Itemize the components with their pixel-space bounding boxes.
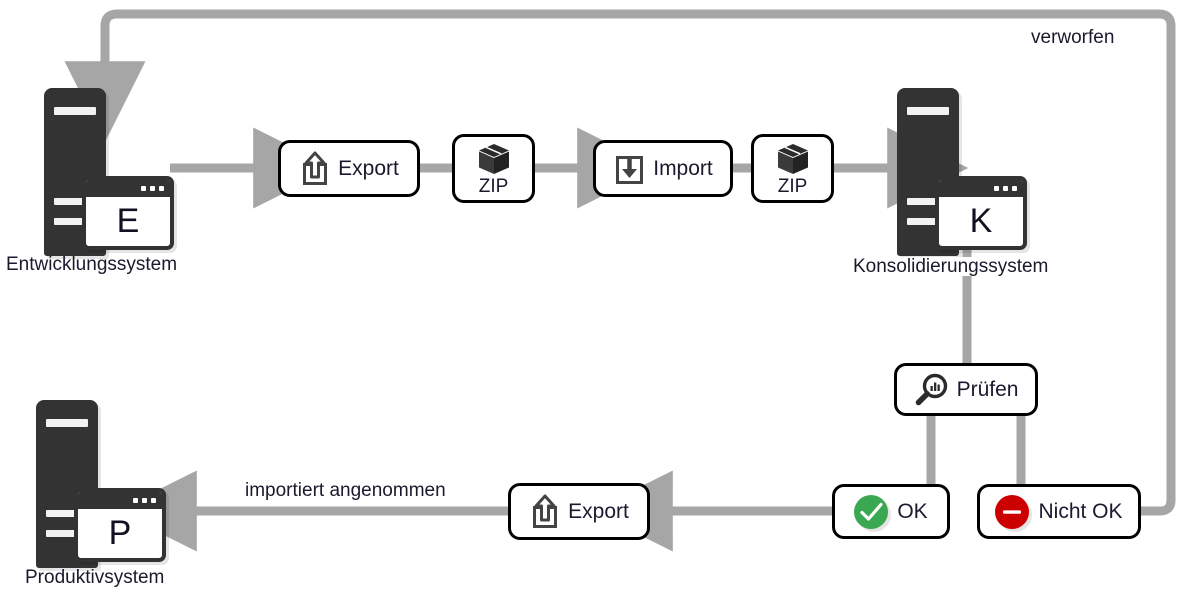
system-label-konsolidierungssystem: Konsolidierungssystem [851,256,1051,277]
step-label: Prüfen [956,378,1019,401]
window-titlebar [78,492,162,509]
window-dot-icon [142,498,147,503]
step-ok[interactable]: OK [832,484,950,539]
step-label: Nicht OK [1038,500,1123,523]
step-label: ZIP [478,176,509,197]
step-label: Import [653,157,713,180]
system-window: P [74,488,166,562]
server-slot [907,218,959,225]
server-slot [54,198,106,205]
step-label: OK [897,500,928,523]
server-slot [907,107,949,115]
server-slot [907,198,959,205]
package-box-icon [777,144,808,174]
step-label: Export [568,500,629,523]
server-slot [46,419,88,427]
system-window: K [935,176,1027,250]
window-dot-icon [151,498,156,503]
system-label-produktivsystem: Produktivsystem [25,567,165,588]
step-import[interactable]: Import [593,140,733,197]
step-zip-second[interactable]: ZIP [751,134,834,203]
window-dot-icon [1012,186,1017,191]
system-window: E [82,176,174,250]
step-nicht-ok[interactable]: Nicht OK [977,484,1141,539]
edge-label-verworfen: verworfen [1027,28,1119,47]
window-dot-icon [1003,186,1008,191]
magnifier-chart-icon [915,373,947,405]
server-slot [54,107,96,115]
system-letter: E [116,201,140,240]
system-konsolidierungssystem[interactable]: K [897,88,1077,264]
server-slot [54,218,106,225]
step-label: Export [338,157,399,180]
window-dot-icon [133,498,138,503]
check-circle-icon [854,494,889,529]
window-dot-icon [159,186,164,191]
window-dot-icon [994,186,999,191]
system-produktivsystem[interactable]: P [36,400,216,576]
step-label: ZIP [777,176,808,197]
server-slot [46,530,98,537]
import-download-icon [616,155,644,184]
server-slot [46,510,98,517]
window-titlebar [939,180,1023,197]
step-zip-first[interactable]: ZIP [452,134,535,203]
window-dot-icon [141,186,146,191]
step-export-bottom[interactable]: Export [508,483,650,540]
window-titlebar [86,180,170,197]
step-export-top[interactable]: Export [278,140,420,197]
edge-nicht-ok-verworfen-loop [64,9,1176,516]
export-upload-icon [533,494,558,528]
system-letter: P [108,513,132,552]
window-dot-icon [150,186,155,191]
step-pruefen[interactable]: Prüfen [894,363,1038,416]
export-upload-icon [303,151,328,185]
system-letter: K [969,201,993,240]
system-label-entwicklungssystem: Entwicklungssystem [6,254,178,275]
minus-circle-icon [995,494,1030,529]
system-entwicklungssystem[interactable]: E [44,88,224,264]
edge-label-importiert-angenommen: importiert angenommen [241,481,450,500]
package-box-icon [478,144,509,174]
